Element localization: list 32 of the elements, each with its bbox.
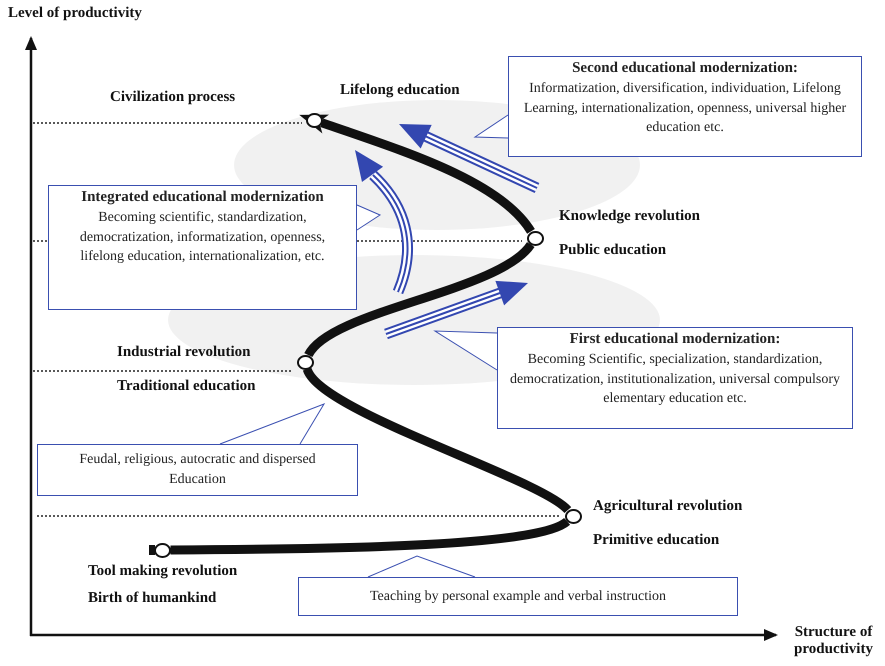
stage-label: Agricultural revolution bbox=[593, 498, 742, 515]
callout-box bbox=[497, 327, 853, 429]
stage-label: Birth of humankind bbox=[88, 590, 216, 607]
callout-text: Feudal, religious, autocratic and dispersed Education bbox=[78, 451, 317, 489]
stage-label: Public education bbox=[559, 242, 666, 259]
callout-text: Informatization, diversification, individuation, Lifelong Learning, internationalization, openness, universal higher education etc. bbox=[522, 80, 848, 138]
callout-box bbox=[298, 577, 738, 616]
callout-heading: Second educational modernization: bbox=[571, 60, 799, 77]
stage-label: Tool making revolution bbox=[88, 563, 238, 580]
axis-title: Level of productivity bbox=[8, 5, 143, 22]
callout-heading: Integrated educational modernization bbox=[80, 189, 325, 206]
callout-box bbox=[48, 185, 357, 310]
stage-label: Primitive education bbox=[593, 532, 720, 549]
curve-arrow bbox=[299, 114, 535, 234]
curve-line bbox=[303, 366, 571, 514]
curve-line bbox=[170, 517, 570, 554]
callout-text: Becoming scientific, standardization, democratization, informatization, openness, lifelong education, internationalization, etc. bbox=[78, 209, 326, 266]
callout-text: Becoming Scientific, specialization, standardization, democratization, institutionalization, universal compulsory elementary education etc. bbox=[508, 351, 842, 408]
stage-label: Knowledge revolution bbox=[559, 208, 700, 225]
callout-heading: First educational modernization: bbox=[568, 331, 782, 348]
callout-box bbox=[37, 444, 358, 496]
milestone-circle bbox=[526, 230, 544, 246]
milestone-circle bbox=[154, 542, 170, 558]
curve-line bbox=[304, 241, 534, 358]
callout-box bbox=[508, 56, 862, 157]
stage-label: Traditional education bbox=[117, 378, 256, 395]
stage-label: Industrial revolution bbox=[117, 344, 250, 361]
callout-text: Teaching by personal example and verbal instruction bbox=[370, 588, 666, 606]
stage-label: Lifelong education bbox=[340, 82, 461, 99]
axis-title: Structure of productivity bbox=[793, 624, 874, 658]
milestone-circle bbox=[564, 508, 582, 524]
stage-label: Civilization process bbox=[110, 89, 236, 106]
